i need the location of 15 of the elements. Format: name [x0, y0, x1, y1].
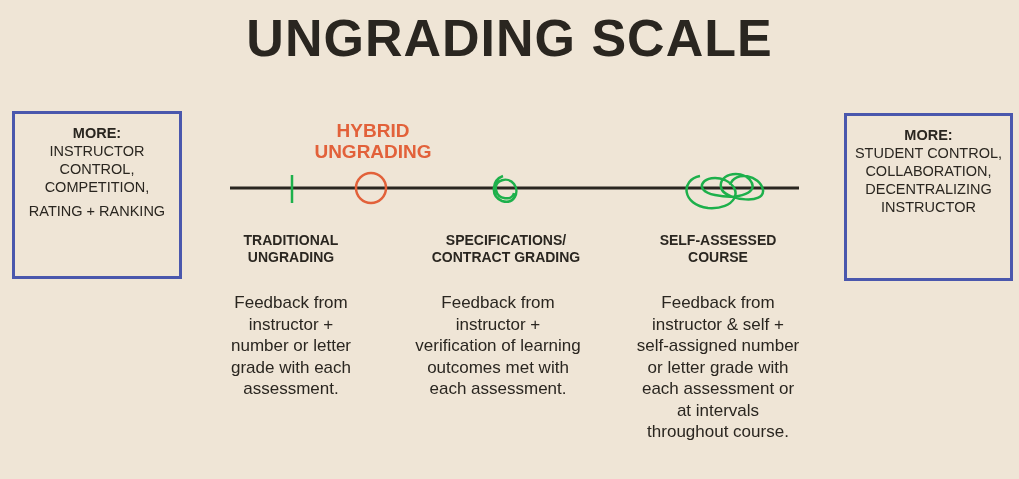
description-text: Feedback from instructor & self + self-assigned number or letter grade with each assessment or at intervals throughout course. — [635, 292, 801, 443]
box-text: INSTRUCTOR CONTROL, COMPETITION, — [43, 142, 151, 196]
scale-point-label: HYBRID UNGRADING — [313, 120, 433, 162]
box-heading: MORE: — [903, 126, 954, 144]
scale-point-label: SELF-ASSESSED COURSE — [658, 232, 778, 266]
scale-point-label: SPECIFICATIONS/ CONTRACT GRADING — [430, 232, 582, 266]
text-box — [12, 111, 182, 279]
scale-point-label: TRADITIONAL UNGRADING — [242, 232, 340, 266]
box-text: STUDENT CONTROL, COLLABORATION, DECENTRALIZING INSTRUCTOR — [853, 144, 1004, 216]
description-text: Feedback from instructor + verification of learning outcomes met with each assessment. — [414, 292, 582, 400]
text-box — [844, 113, 1013, 281]
box-text: RATING + RANKING — [27, 202, 167, 220]
box-heading: MORE: — [71, 124, 123, 142]
title: UNGRADING SCALE — [245, 8, 774, 68]
description-text: Feedback from instructor + number or letter grade with each assessment. — [230, 292, 352, 400]
